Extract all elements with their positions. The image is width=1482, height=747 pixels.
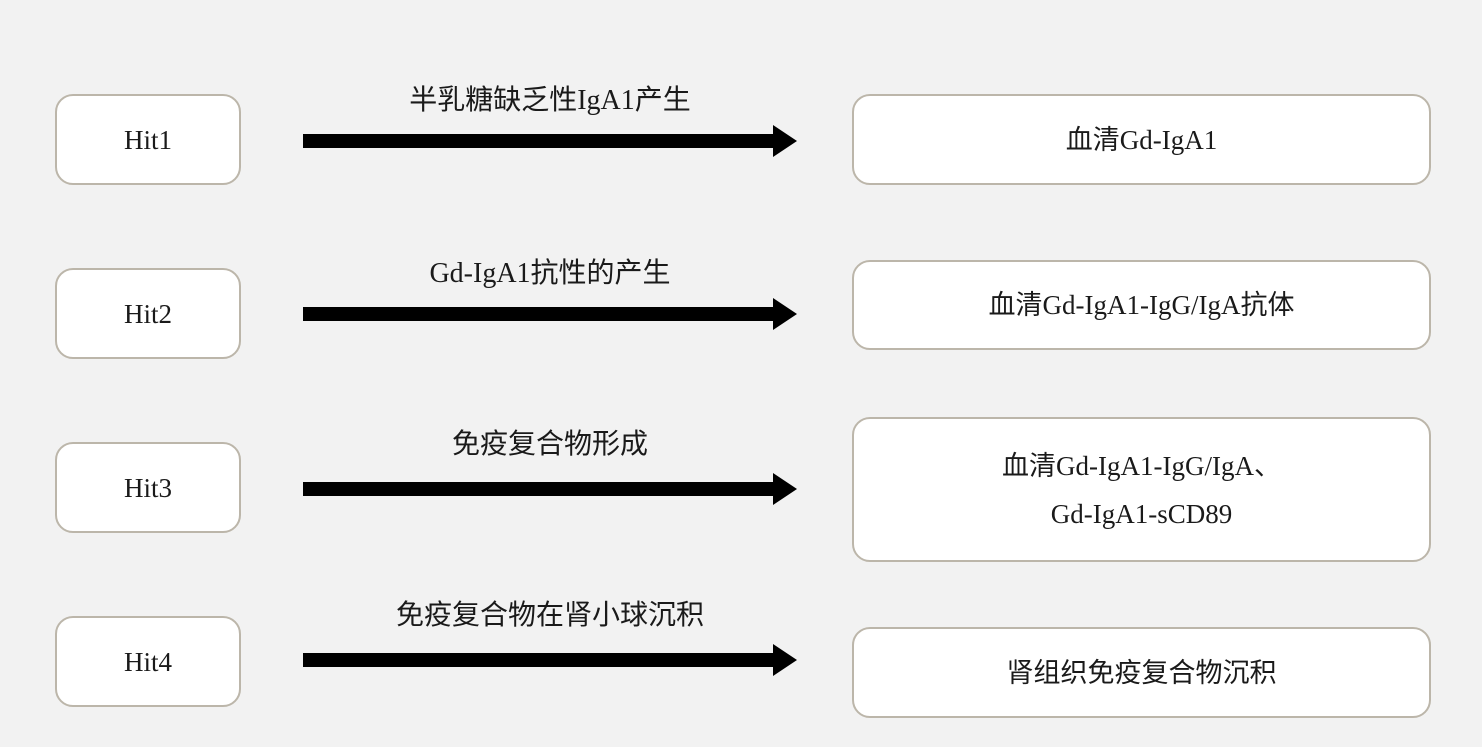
- result-box: 肾组织免疫复合物沉积: [852, 627, 1431, 718]
- hit-label: Hit3: [123, 472, 172, 503]
- result-box: 血清Gd-IgA1-IgG/IgA抗体: [852, 260, 1431, 350]
- arrow-right-icon: [303, 644, 797, 676]
- result-box: 血清Gd-IgA1-IgG/IgA、 Gd-IgA1-sCD89: [852, 417, 1431, 562]
- result-text: 肾组织免疫复合物沉积: [1006, 657, 1277, 688]
- process-label: Gd-IgA1抗性的产生: [429, 258, 671, 289]
- result-text: 血清Gd-IgA1: [1065, 124, 1218, 155]
- process-label: 免疫复合物在肾小球沉积: [395, 600, 704, 631]
- arrow-right-icon: [303, 125, 797, 157]
- result-text: 血清Gd-IgA1-IgG/IgA、: [1002, 450, 1281, 481]
- process-label: 半乳糖缺乏性IgA1产生: [409, 85, 691, 116]
- hit-label: Hit2: [123, 298, 172, 329]
- hit4-box: Hit4: [55, 616, 241, 707]
- result-box: 血清Gd-IgA1: [852, 94, 1431, 185]
- arrow-right-icon: [303, 298, 797, 330]
- hit1-box: Hit1: [55, 94, 241, 185]
- process-label: 免疫复合物形成: [451, 429, 648, 460]
- hit2-box: Hit2: [55, 268, 241, 359]
- result-text: 血清Gd-IgA1-IgG/IgA抗体: [988, 290, 1295, 320]
- hit3-box: Hit3: [55, 442, 241, 533]
- result-text: Gd-IgA1-sCD89: [1050, 498, 1233, 529]
- arrow-right-icon: [303, 473, 797, 505]
- hit-label: Hit1: [123, 124, 172, 155]
- hit-label: Hit4: [123, 646, 172, 677]
